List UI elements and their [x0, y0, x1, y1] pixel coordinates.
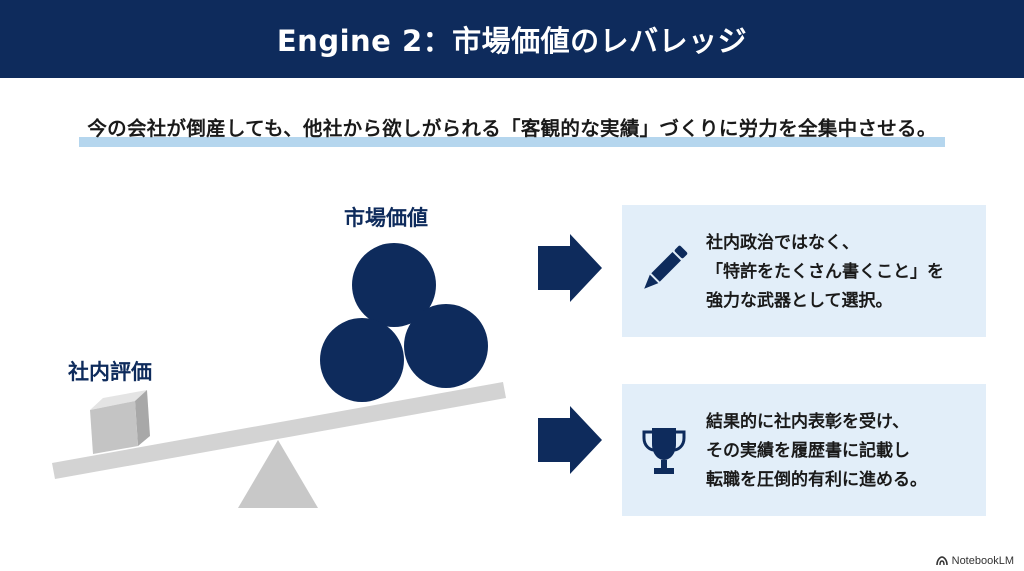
market-ball-right — [404, 304, 488, 388]
market-ball-left — [320, 318, 404, 402]
internal-evaluation-label: 社内評価 — [68, 360, 152, 384]
arrow-right-icon — [538, 234, 602, 302]
card-line: 「特許をたくさん書くこと」を — [706, 262, 944, 282]
card-line: 社内政治ではなく、 — [706, 233, 859, 253]
cube-block — [90, 390, 150, 454]
pen-icon — [644, 245, 688, 289]
seesaw-beam — [52, 382, 506, 479]
info-card-patents: 社内政治ではなく、 「特許をたくさん書くこと」を 強力な武器として選択。 — [622, 205, 986, 337]
arrow-right-icon — [538, 406, 602, 474]
card-line: その実績を履歴書に記載し — [706, 441, 910, 461]
notebooklm-watermark: NotebookLM — [935, 555, 1014, 567]
page-title: Engine 2：市場価値のレバレッジ — [276, 24, 748, 58]
watermark-text: NotebookLM — [951, 555, 1014, 567]
header-bar: Engine 2：市場価値のレバレッジ — [0, 0, 1024, 78]
market-value-label: 市場価値 — [344, 206, 428, 230]
card-line: 強力な武器として選択。 — [706, 291, 893, 311]
notebooklm-logo-icon — [935, 556, 948, 566]
seesaw-fulcrum — [238, 440, 318, 508]
card-line: 結果的に社内表彰を受け、 — [706, 412, 910, 432]
card-text: 結果的に社内表彰を受け、 その実績を履歴書に記載し 転職を圧倒的有利に進める。 — [706, 408, 976, 495]
card-text: 社内政治ではなく、 「特許をたくさん書くこと」を 強力な武器として選択。 — [706, 229, 976, 316]
trophy-icon — [642, 428, 686, 474]
market-ball-top — [352, 243, 436, 327]
card-line: 転職を圧倒的有利に進める。 — [706, 470, 927, 490]
info-card-career: 結果的に社内表彰を受け、 その実績を履歴書に記載し 転職を圧倒的有利に進める。 — [622, 384, 986, 516]
